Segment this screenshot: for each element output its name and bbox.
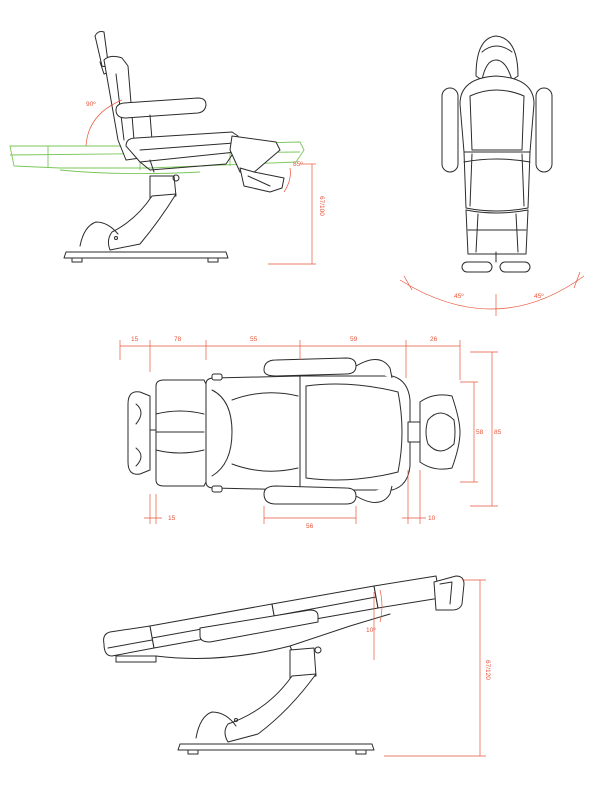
plan-leg-rest bbox=[155, 379, 207, 487]
rotation-left-angle: 45º bbox=[454, 293, 464, 300]
dim-headrest: 15 bbox=[131, 336, 139, 343]
rotation-right-angle: 45º bbox=[534, 293, 544, 300]
dim-armrest-length: 56 bbox=[306, 523, 314, 530]
dim-head-section: 26 bbox=[430, 336, 438, 343]
plan-head-cushion bbox=[419, 394, 461, 470]
reclined-head-angle: 10º bbox=[366, 627, 376, 634]
plan-bottom-dimensions: 15 56 10 bbox=[144, 470, 436, 530]
foot-rest bbox=[239, 167, 285, 193]
plan-back-section bbox=[299, 375, 411, 491]
top-seat bbox=[463, 151, 531, 212]
plan-foot-cushion bbox=[127, 391, 151, 475]
side-view-upright: 90º 85º 67/100 bbox=[9, 31, 325, 265]
leg-angle-label: 85º bbox=[293, 161, 303, 168]
height-range-upright: 67/100 bbox=[318, 196, 325, 216]
plan-right-dimensions: 58 85 bbox=[460, 351, 502, 507]
dim-head-gap: 10 bbox=[428, 515, 436, 522]
plan-bottom-armrest bbox=[263, 485, 357, 505]
armrest bbox=[115, 97, 207, 119]
plan-top-dimensions: 15 78 55 59 26 bbox=[119, 336, 461, 380]
dim-head-width: 58 bbox=[476, 429, 484, 436]
reclined-support-column bbox=[289, 647, 317, 679]
leg-rest bbox=[229, 135, 281, 175]
plan-top-armrest bbox=[263, 357, 357, 377]
top-left-armrest bbox=[441, 87, 459, 173]
top-right-armrest bbox=[535, 87, 553, 173]
dim-leg-section: 78 bbox=[174, 336, 182, 343]
reclined-back bbox=[373, 575, 441, 609]
reclined-head-cushion bbox=[433, 575, 465, 611]
height-range-reclined: 67/120 bbox=[484, 660, 491, 680]
top-backrest bbox=[459, 75, 535, 153]
top-headrest bbox=[475, 35, 519, 81]
dim-total-width: 85 bbox=[494, 429, 502, 436]
reclined-armrest bbox=[199, 609, 319, 643]
back-angle-label: 90º bbox=[86, 101, 96, 108]
base-plate bbox=[63, 251, 229, 259]
dim-back-section: 59 bbox=[350, 336, 358, 343]
dim-seat-section: 55 bbox=[250, 336, 258, 343]
support-column bbox=[149, 175, 177, 199]
dim-foot-gap: 15 bbox=[168, 515, 176, 522]
plan-seat bbox=[205, 375, 301, 491]
top-leg-rest bbox=[465, 209, 529, 255]
plan-view: 15 78 55 59 26 15 56 10 58 bbox=[119, 336, 502, 530]
reclined-base-arm bbox=[224, 673, 317, 743]
reclined-base-plate bbox=[177, 743, 375, 751]
side-view-reclined: 10º 67/120 bbox=[103, 575, 491, 757]
base-arm bbox=[107, 193, 177, 251]
top-view-rotation: 45º 45º bbox=[399, 35, 585, 316]
